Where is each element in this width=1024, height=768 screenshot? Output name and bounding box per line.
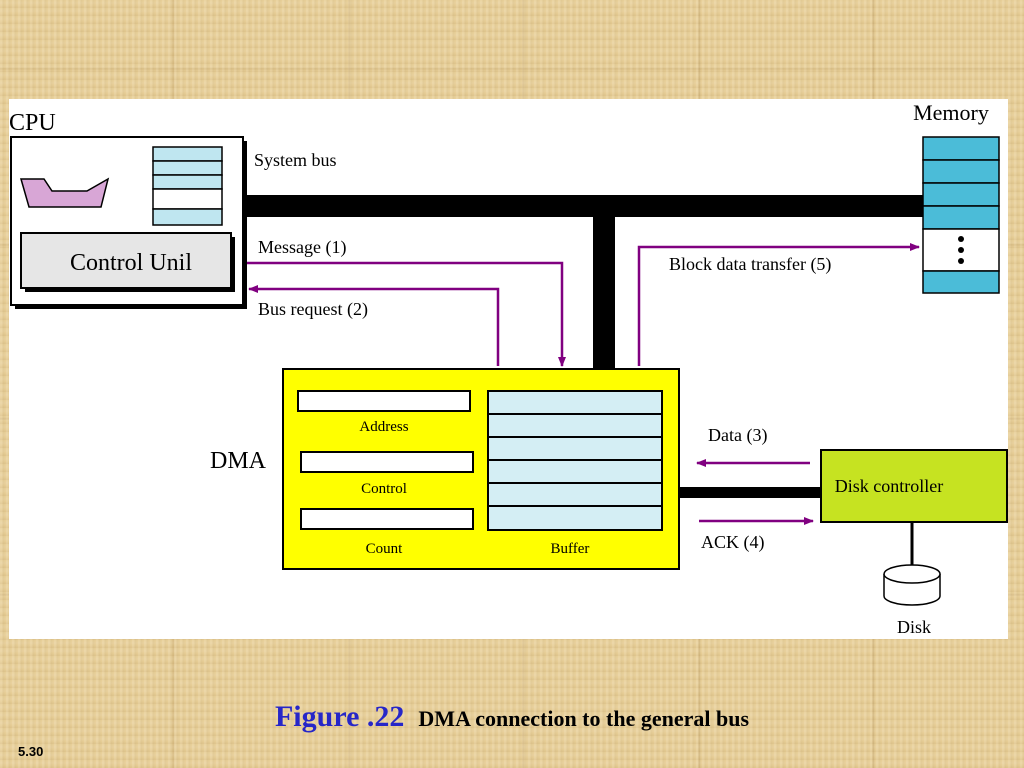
control-label: Control xyxy=(361,481,407,497)
disk-icon xyxy=(883,564,941,606)
ellipsis-dot xyxy=(958,236,964,242)
message-arrow xyxy=(247,261,566,367)
memory-block xyxy=(922,136,1000,294)
data-label: Data (3) xyxy=(708,425,767,446)
cpu-label: CPU xyxy=(9,110,56,136)
bus-request-label: Bus request (2) xyxy=(258,299,368,320)
system-bus-label: System bus xyxy=(254,150,337,170)
ellipsis-dot xyxy=(958,258,964,264)
address-label: Address xyxy=(359,419,408,435)
disk-controller-box: Disk controller xyxy=(820,449,1008,523)
control-unit-box xyxy=(20,232,235,292)
block-transfer-label: Block data transfer (5) xyxy=(669,254,831,275)
slide-number: 5.30 xyxy=(18,744,44,759)
diagram-panel: CPU Control Unil System bus Memory xyxy=(9,99,1008,639)
control-unit-label: Control Unil xyxy=(70,250,192,276)
disk-controller-label: Disk controller xyxy=(835,476,943,496)
caption-text: DMA connection to the general bus xyxy=(418,706,750,731)
dma-box: Address Control Count Buffer xyxy=(282,368,680,570)
dma-diagram: CPU Control Unil System bus Memory xyxy=(9,100,1008,637)
bus-request-arrow xyxy=(248,285,500,366)
system-bus xyxy=(245,195,923,217)
figure-caption: Figure .22 DMA connection to the general … xyxy=(0,700,1024,734)
alu-icon xyxy=(20,177,110,208)
count-label: Count xyxy=(366,541,404,557)
address-register xyxy=(297,390,471,412)
count-register xyxy=(300,508,474,530)
cpu-registers xyxy=(152,146,223,226)
dma-label: DMA xyxy=(210,448,267,474)
memory-label: Memory xyxy=(913,100,989,125)
control-register xyxy=(300,451,474,473)
disk-label: Disk xyxy=(897,617,931,637)
ellipsis-dot xyxy=(958,247,964,253)
disk-bus xyxy=(679,487,821,498)
block-transfer-arrow xyxy=(637,243,920,366)
buffer-label: Buffer xyxy=(551,541,590,557)
figure-number: Figure .22 xyxy=(274,700,405,733)
dma-bus-connector xyxy=(593,217,615,369)
buffer xyxy=(487,390,663,531)
cpu-box: Control Unil xyxy=(10,136,247,309)
message-label: Message (1) xyxy=(258,237,346,258)
ack-label: ACK (4) xyxy=(701,532,765,553)
